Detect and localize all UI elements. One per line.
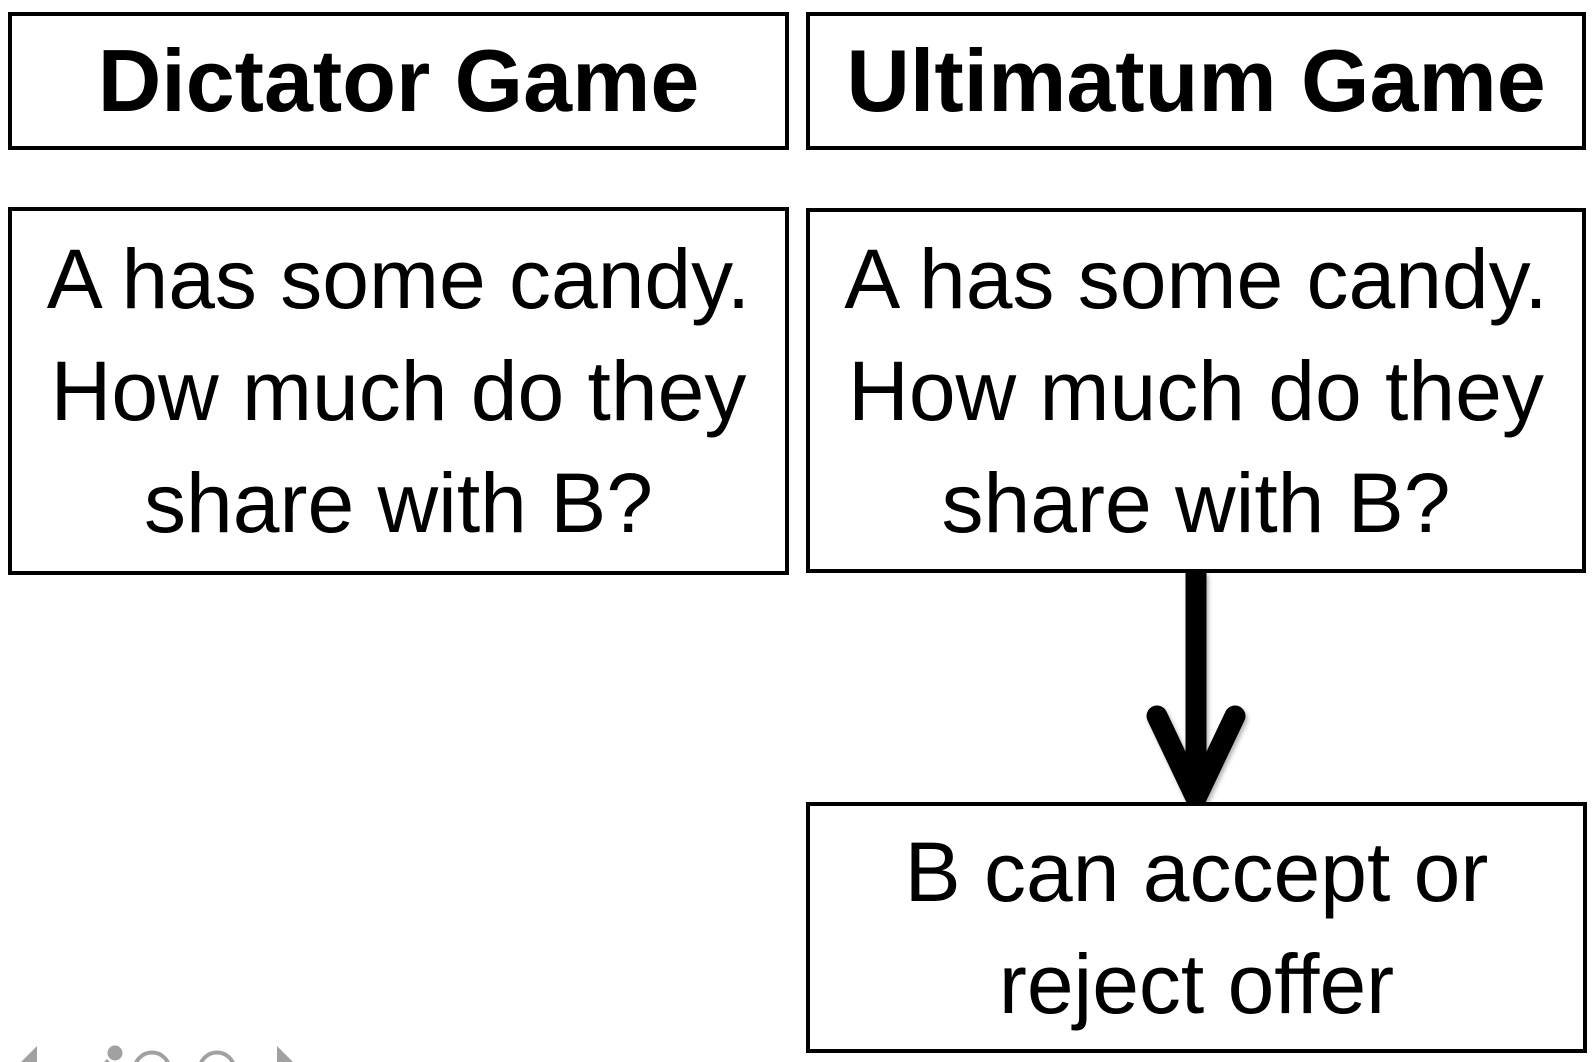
zoom-to-slide-icon[interactable] [199,1050,235,1062]
dictator-game-title: Dictator Game [97,30,700,130]
ultimatum-game-header-box: Ultimatum Game [806,12,1586,150]
see-all-slides-icon[interactable] [134,1050,170,1062]
previous-slide-icon[interactable] [15,1046,37,1062]
presenter-toolbar [15,1045,299,1062]
ultimatum-game-step2-box: B can accept or reject offer [806,802,1587,1053]
ultimatum-step1-line1: A has some candy. [844,231,1548,326]
down-arrow-icon [1146,572,1246,808]
dictator-game-step1-box: A has some candy. How much do they share… [8,207,789,575]
dictator-step1-line1: A has some candy. [46,232,751,326]
ultimatum-game-title: Ultimatum Game [846,30,1546,130]
pen-icon[interactable] [94,1045,123,1062]
ultimatum-step2-line1: B can accept or [904,824,1489,919]
dictator-step1-line2: How much do they [50,344,747,438]
dictator-step1-line3: share with B? [144,456,653,550]
ultimatum-step2-line2: reject offer [998,936,1395,1031]
next-slide-icon[interactable] [277,1046,299,1062]
ultimatum-game-step1-box: A has some candy. How much do they share… [806,208,1586,573]
ultimatum-step1-line3: share with B? [941,455,1451,550]
ultimatum-step1-line2: How much do they [848,343,1544,438]
dictator-game-header-box: Dictator Game [8,12,789,150]
